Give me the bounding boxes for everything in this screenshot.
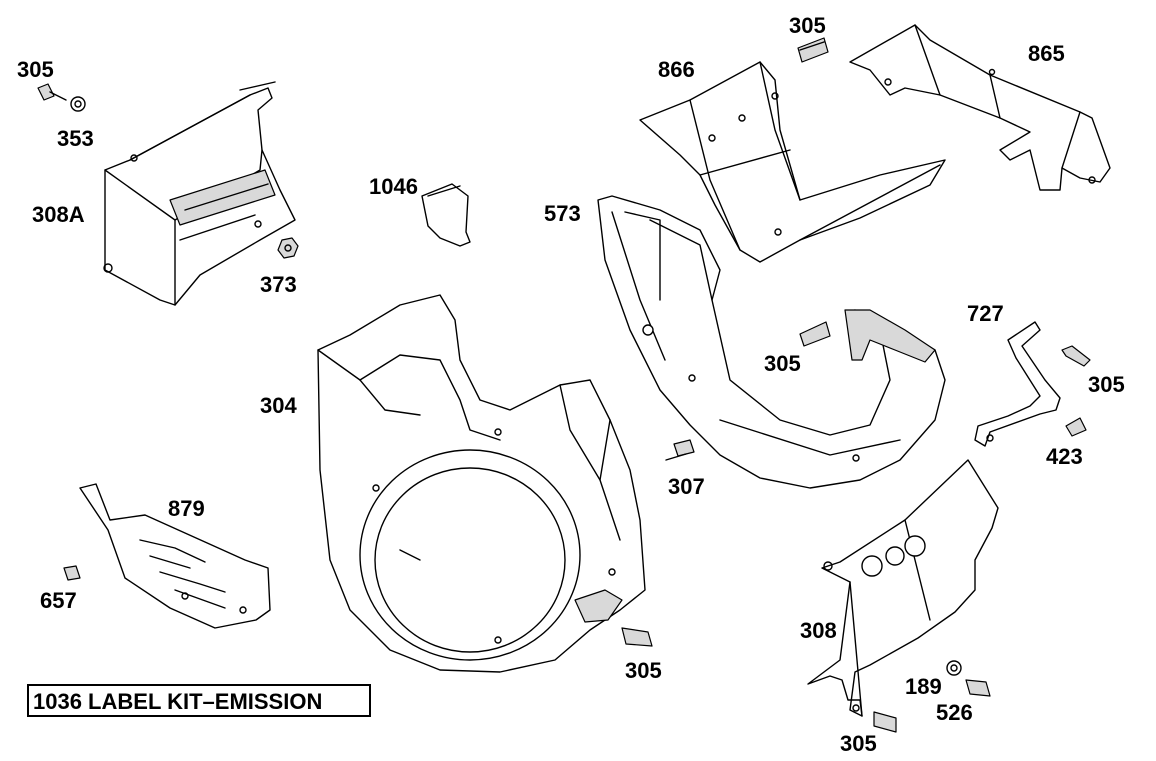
label-727: 727	[967, 301, 1004, 326]
screw-305-f	[873, 711, 897, 733]
label-866: 866	[658, 57, 695, 82]
label-526: 526	[936, 700, 973, 725]
label-305-a: 305	[17, 57, 54, 82]
part-727-bracket	[974, 321, 1061, 447]
part-304-blower-housing	[317, 294, 646, 673]
part-573-shroud	[597, 195, 946, 489]
part-866-bracket	[639, 61, 946, 263]
label-305-e: 305	[625, 658, 662, 683]
label-305-b: 305	[789, 13, 826, 38]
screw-423	[1065, 417, 1087, 437]
label-423: 423	[1046, 444, 1083, 469]
washer-353	[70, 96, 86, 112]
screw-526	[965, 679, 991, 697]
label-865: 865	[1028, 41, 1065, 66]
screw-305-c	[799, 321, 831, 347]
label-373: 373	[260, 272, 297, 297]
label-308: 308	[800, 618, 837, 643]
washer-189	[946, 660, 962, 676]
label-573: 573	[544, 201, 581, 226]
screw-305-d	[1061, 345, 1091, 367]
kit-label-text: 1036 LABEL KIT–EMISSION	[33, 689, 322, 714]
kit-label-box: 1036 LABEL KIT–EMISSION	[27, 684, 371, 717]
part-879-guard	[79, 483, 271, 629]
label-305-d: 305	[1088, 372, 1125, 397]
screw-307	[665, 439, 695, 461]
label-657: 657	[40, 588, 77, 613]
screw-305-a	[37, 83, 67, 101]
part-308-bracket	[807, 459, 999, 717]
label-307: 307	[668, 474, 705, 499]
label-305-c: 305	[764, 351, 801, 376]
nut-373	[277, 237, 299, 259]
label-308A: 308A	[32, 202, 85, 227]
part-1046-pad	[421, 183, 471, 247]
part-865-bracket	[849, 24, 1111, 191]
label-305-f: 305	[840, 731, 877, 756]
screw-305-e	[621, 627, 653, 647]
part-308A-shroud	[103, 81, 296, 306]
screw-305-b	[797, 37, 829, 63]
label-304: 304	[260, 393, 297, 418]
label-189: 189	[905, 674, 942, 699]
screw-657	[63, 565, 81, 581]
label-1046: 1046	[369, 174, 418, 199]
label-353: 353	[57, 126, 94, 151]
label-879: 879	[168, 496, 205, 521]
